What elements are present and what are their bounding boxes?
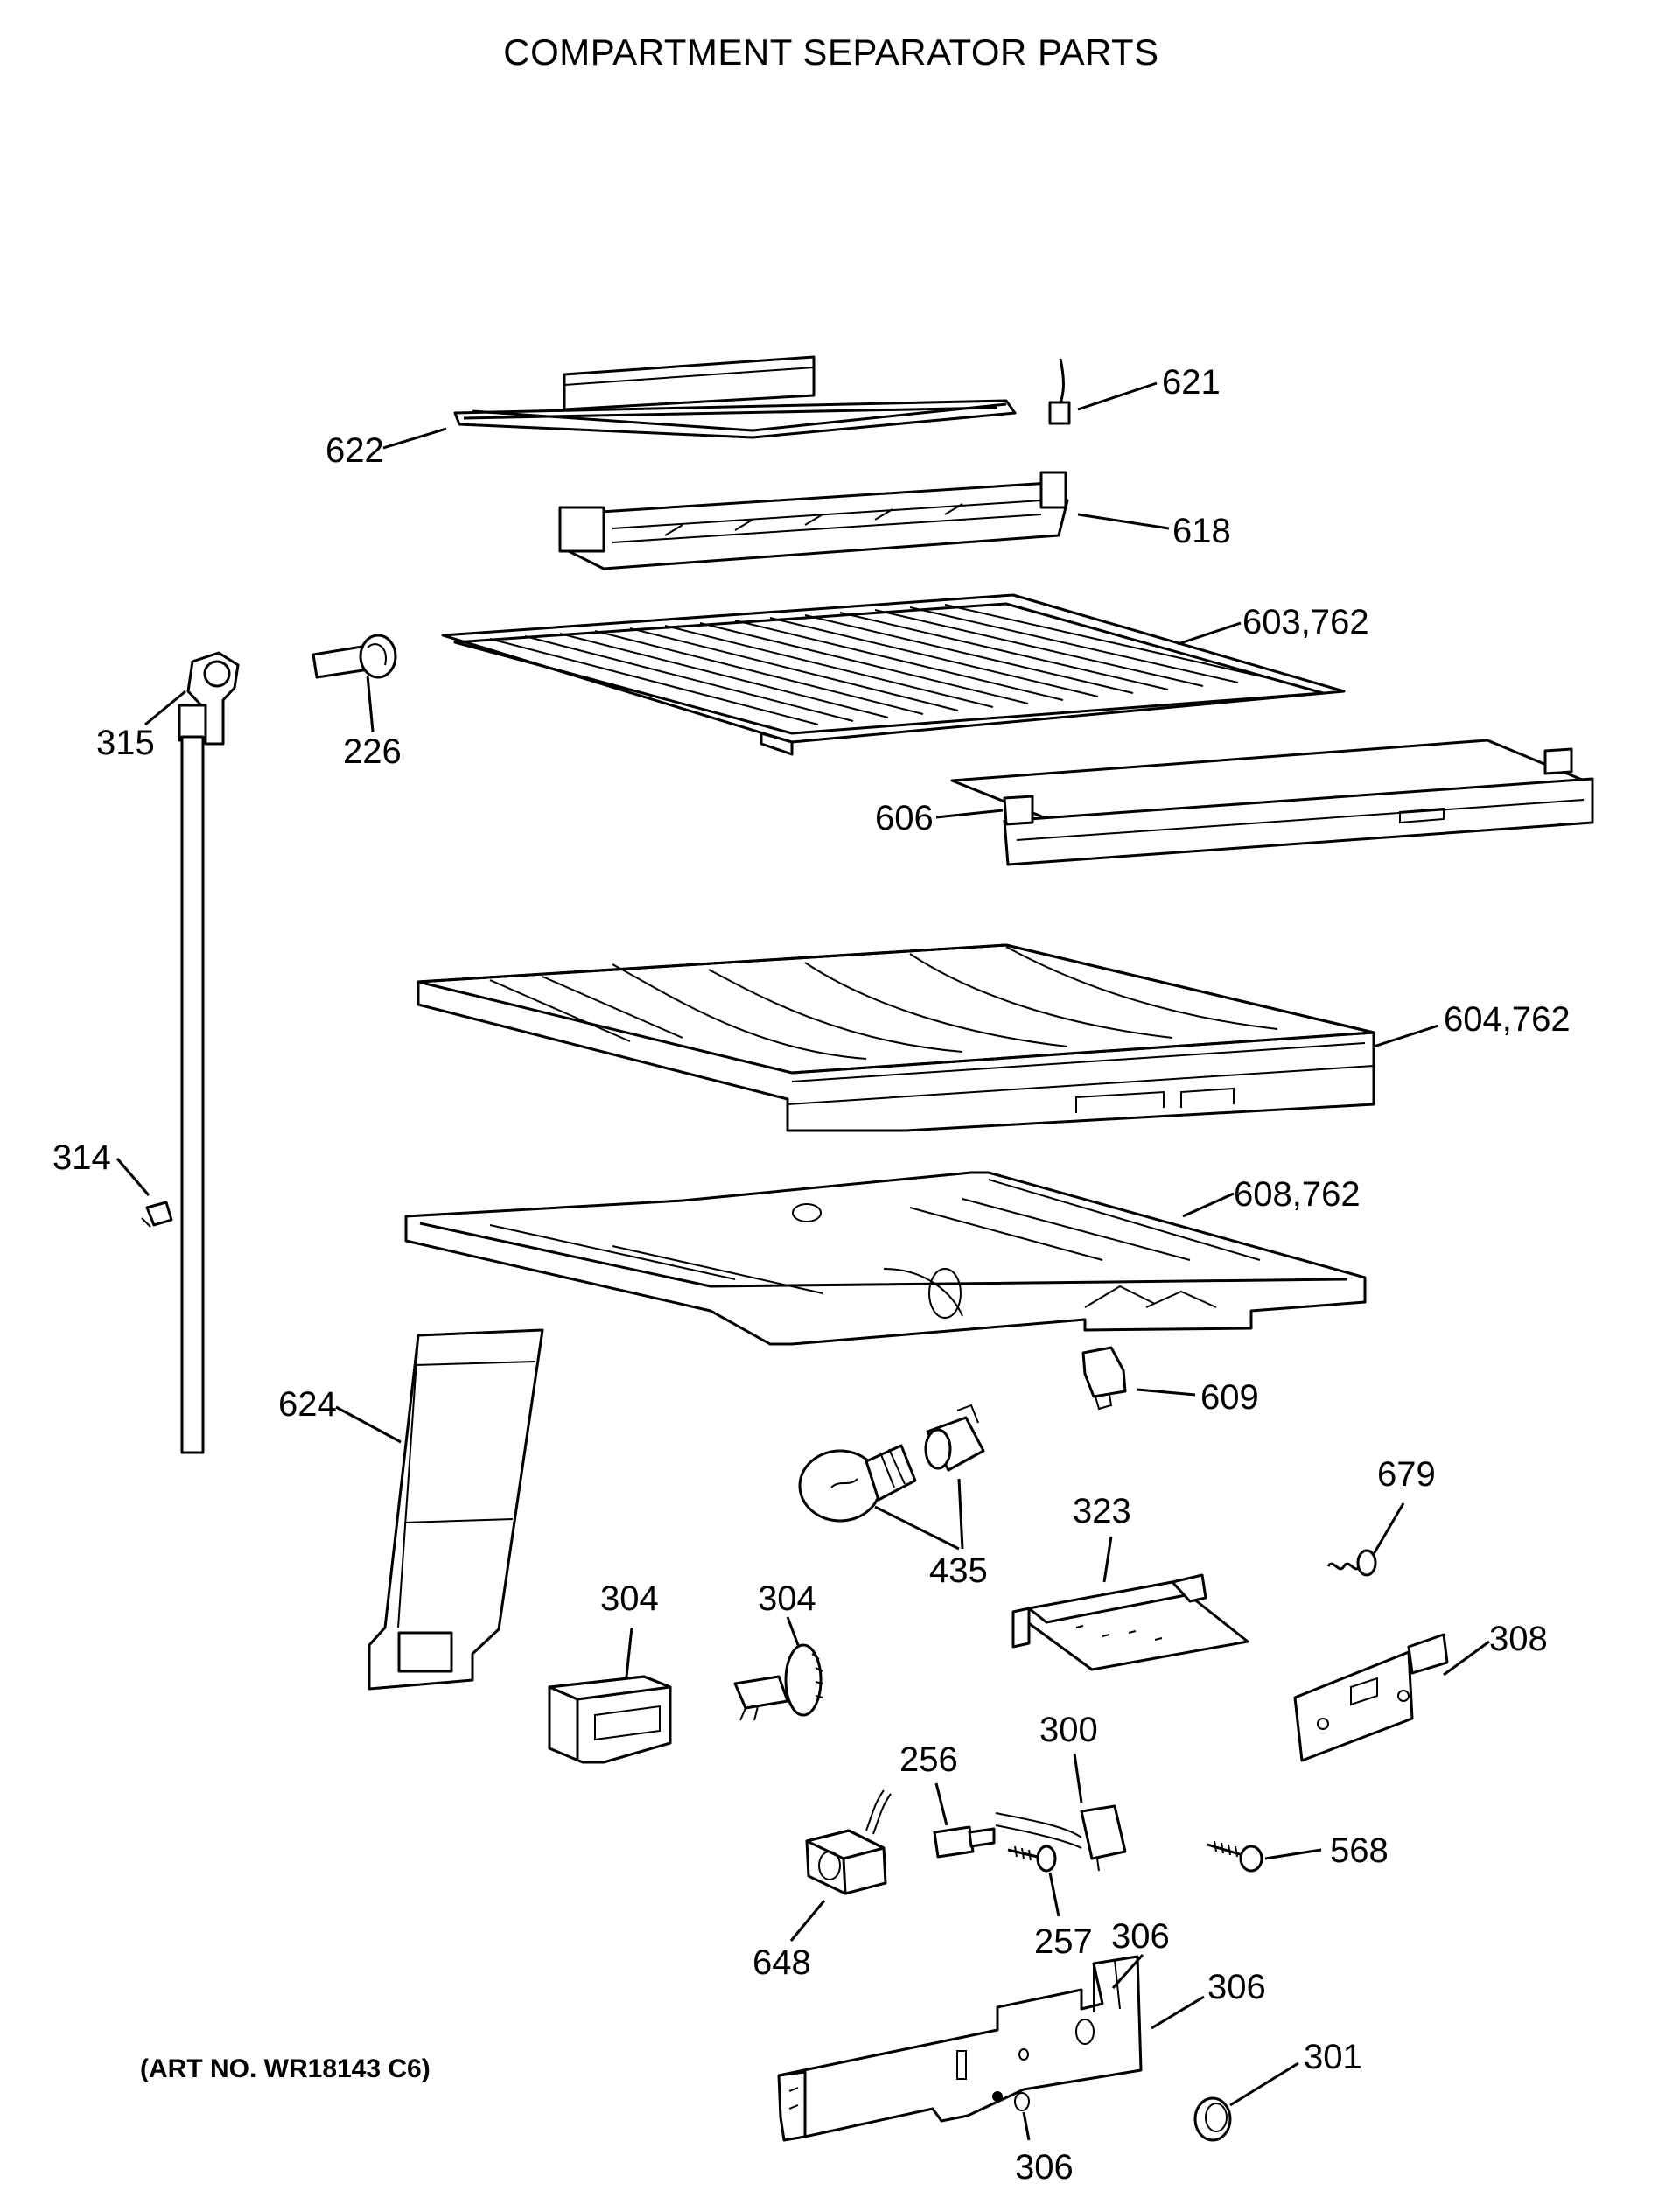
callout-609: 609 bbox=[1200, 1378, 1259, 1417]
part-609-clip[interactable] bbox=[1082, 1346, 1127, 1410]
leader-257 bbox=[1048, 1872, 1060, 1917]
leader-306b bbox=[1151, 1995, 1205, 2030]
callout-648: 648 bbox=[752, 1943, 811, 1982]
part-604-pan[interactable] bbox=[416, 943, 1376, 1132]
leader-308 bbox=[1443, 1640, 1490, 1676]
leader-568 bbox=[1264, 1848, 1322, 1860]
leader-301 bbox=[1229, 2062, 1299, 2107]
part-304-block[interactable] bbox=[548, 1675, 672, 1764]
callout-315: 315 bbox=[96, 724, 155, 762]
callout-308: 308 bbox=[1489, 1620, 1548, 1658]
callout-300: 300 bbox=[1040, 1711, 1098, 1749]
leader-256 bbox=[934, 1782, 948, 1826]
leader-306a bbox=[1111, 1953, 1144, 1990]
callout-304a: 304 bbox=[600, 1579, 659, 1618]
callout-304b: 304 bbox=[758, 1579, 816, 1618]
part-256-switch[interactable] bbox=[933, 1825, 996, 1858]
callout-618: 618 bbox=[1172, 512, 1231, 550]
leader-606 bbox=[935, 808, 1004, 819]
callout-323: 323 bbox=[1073, 1492, 1131, 1530]
leader-624 bbox=[335, 1405, 402, 1444]
part-679-spring[interactable] bbox=[1326, 1549, 1377, 1577]
leader-608 bbox=[1182, 1192, 1235, 1218]
leader-622 bbox=[382, 427, 447, 450]
part-568-screw[interactable] bbox=[1207, 1840, 1264, 1872]
part-621-wire[interactable] bbox=[1048, 358, 1071, 425]
leader-648 bbox=[789, 1900, 826, 1942]
callout-306a: 306 bbox=[1111, 1917, 1170, 1956]
part-603-shelf[interactable] bbox=[441, 593, 1346, 756]
callout-568: 568 bbox=[1330, 1831, 1389, 1870]
callout-679: 679 bbox=[1377, 1455, 1436, 1494]
part-257-screw[interactable] bbox=[1007, 1844, 1057, 1872]
part-315-rod-bracket[interactable] bbox=[178, 651, 240, 746]
diagram-title: COMPARTMENT SEPARATOR PARTS bbox=[503, 32, 1158, 73]
leader-621 bbox=[1077, 382, 1158, 411]
part-624-bracket[interactable] bbox=[368, 1328, 544, 1690]
part-608-pan[interactable] bbox=[404, 1171, 1367, 1346]
part-301-knob[interactable] bbox=[1194, 2096, 1232, 2142]
leader-603 bbox=[1177, 621, 1242, 646]
callout-621: 621 bbox=[1162, 363, 1221, 402]
part-622-cover[interactable] bbox=[453, 355, 1017, 439]
part-618-rail[interactable] bbox=[558, 471, 1069, 570]
part-323-box[interactable] bbox=[1012, 1573, 1250, 1671]
callout-603: 603,762 bbox=[1242, 603, 1369, 641]
leader-604 bbox=[1373, 1024, 1439, 1048]
part-308-plate[interactable] bbox=[1293, 1633, 1449, 1762]
leader-306c bbox=[1022, 2111, 1031, 2141]
callout-314: 314 bbox=[52, 1138, 111, 1177]
part-435-socket[interactable] bbox=[924, 1404, 985, 1472]
leader-304b bbox=[786, 1616, 800, 1646]
leader-314 bbox=[116, 1158, 150, 1196]
leader-609 bbox=[1137, 1388, 1196, 1396]
leader-618 bbox=[1077, 513, 1170, 530]
leader-679 bbox=[1372, 1502, 1405, 1555]
callout-435: 435 bbox=[929, 1551, 988, 1590]
callout-624: 624 bbox=[278, 1385, 337, 1424]
callout-606: 606 bbox=[875, 799, 934, 837]
callout-256: 256 bbox=[900, 1740, 958, 1779]
callout-301: 301 bbox=[1304, 2038, 1362, 2076]
leader-315 bbox=[144, 690, 186, 726]
callout-604: 604,762 bbox=[1444, 1000, 1571, 1039]
part-226-knob[interactable] bbox=[312, 634, 397, 679]
leader-300 bbox=[1073, 1753, 1083, 1803]
callout-257: 257 bbox=[1034, 1922, 1093, 1961]
callout-306c: 306 bbox=[1015, 2148, 1074, 2187]
callout-608: 608,762 bbox=[1234, 1175, 1361, 1214]
part-606-trim[interactable] bbox=[950, 738, 1594, 866]
part-304-dial[interactable] bbox=[733, 1643, 823, 1721]
part-rod bbox=[180, 735, 205, 1454]
callout-226: 226 bbox=[343, 732, 402, 771]
leader-435 bbox=[874, 1478, 964, 1550]
part-314-clip[interactable] bbox=[141, 1200, 173, 1228]
part-648-relay[interactable] bbox=[805, 1789, 892, 1895]
leader-226 bbox=[366, 675, 374, 732]
part-300-switch[interactable] bbox=[995, 1804, 1127, 1872]
callout-306b: 306 bbox=[1208, 1968, 1266, 2006]
callout-622: 622 bbox=[326, 431, 384, 470]
part-435-bulb[interactable] bbox=[798, 1444, 917, 1522]
leader-304a bbox=[625, 1627, 634, 1677]
leader-323 bbox=[1102, 1536, 1113, 1583]
art-number: (ART NO. WR18143 C6) bbox=[140, 2054, 430, 2083]
part-306-housing[interactable] bbox=[777, 1955, 1143, 2142]
